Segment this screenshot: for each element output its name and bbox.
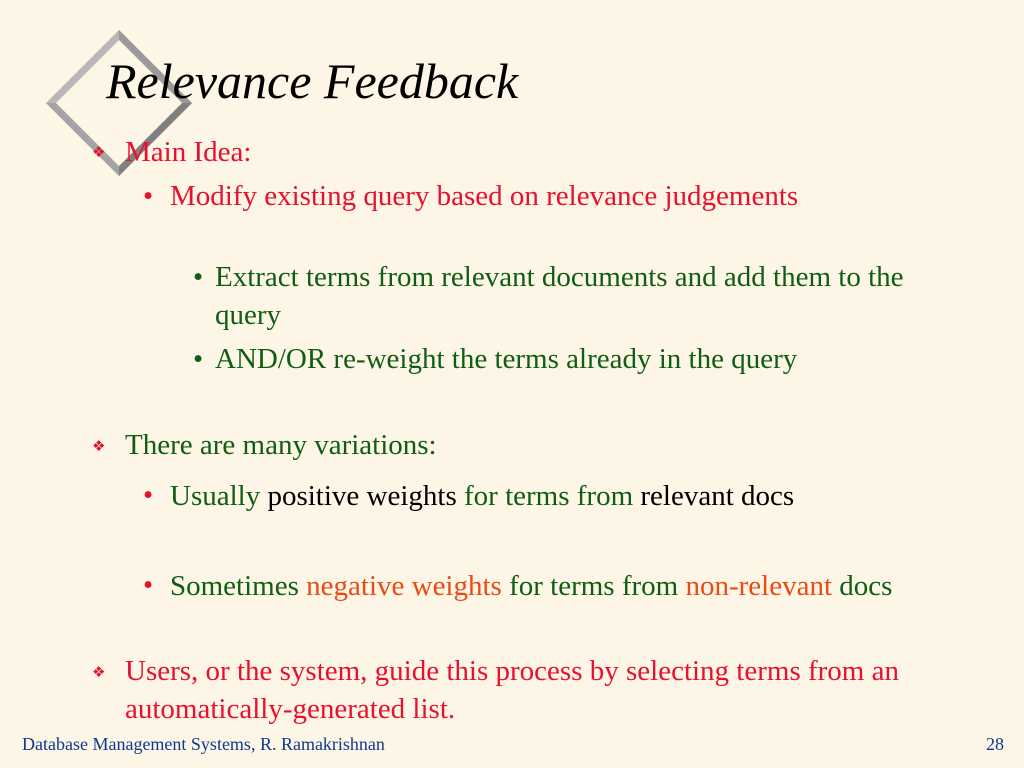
slide-title: Relevance Feedback — [106, 53, 519, 109]
star-bullet-icon: ❖ — [92, 437, 106, 455]
text-non-relevant: non-relevant — [685, 570, 833, 602]
text-for-terms-from: for terms from — [464, 480, 634, 512]
star-bullet-icon: ❖ — [92, 143, 106, 161]
bullet-extract-terms: Extract terms from relevant documents an… — [215, 261, 904, 331]
star-bullet-icon: ❖ — [92, 663, 106, 681]
dot-bullet-icon: • — [193, 261, 204, 293]
bullet-variations: There are many variations: — [125, 429, 437, 461]
dot-bullet-icon: • — [193, 343, 204, 375]
bullet-users-guide: Users, or the system, guide this process… — [125, 655, 899, 725]
footer-credit: Database Management Systems, R. Ramakris… — [22, 734, 385, 754]
text-relevant-docs: relevant docs — [633, 480, 795, 512]
page-number: 28 — [986, 734, 1004, 754]
text-usually: Usually — [170, 480, 261, 512]
bullet-positive-weights: Usually positive weights for terms from … — [170, 476, 920, 517]
dot-bullet-icon: • — [143, 569, 154, 601]
bullet-main-idea: Main Idea: — [125, 136, 252, 168]
bullet-modify-query: Modify existing query based on relevance… — [170, 180, 799, 212]
text-negative-weights: negative weights — [306, 570, 502, 602]
text-docs: docs — [832, 570, 893, 602]
bullet-negative-weights: Sometimes negative weights for terms fro… — [170, 566, 920, 607]
decorative-diamond — [44, 28, 194, 178]
dot-bullet-icon: • — [143, 180, 154, 212]
text-positive-weights: positive weights — [260, 480, 465, 512]
text-for-terms-from: for terms from — [501, 570, 686, 602]
bullet-reweight-terms: AND/OR re-weight the terms already in th… — [215, 343, 798, 375]
text-sometimes: Sometimes — [170, 570, 307, 602]
dot-bullet-icon: • — [143, 479, 154, 511]
